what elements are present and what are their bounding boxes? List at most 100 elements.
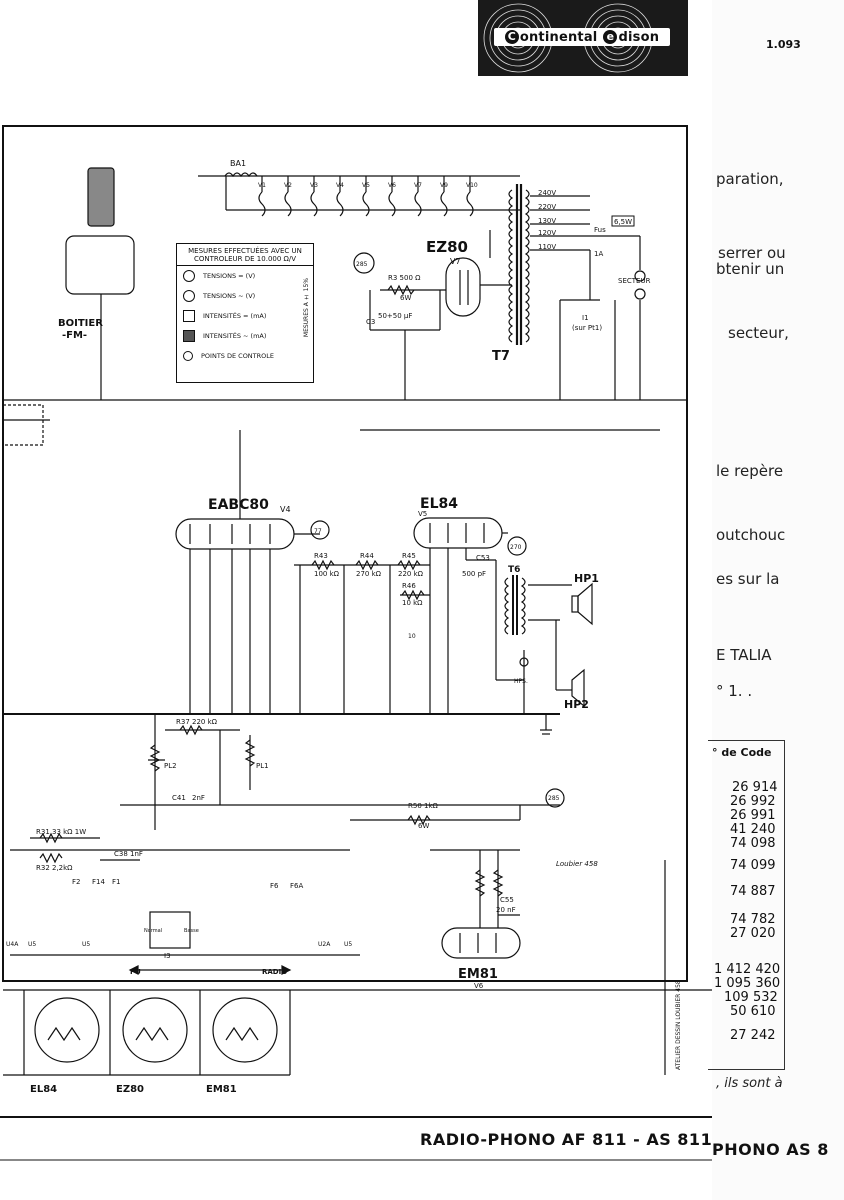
- legend-item-label: INTENSITÉS ~ (mA): [203, 332, 267, 340]
- output-name: EL84: [420, 496, 458, 512]
- lamp-label: 6,5W: [614, 218, 632, 226]
- socket-label-el84: EL84: [30, 1084, 57, 1095]
- legend-item: INTENSITÉS ~ (mA): [177, 326, 313, 346]
- r31-label: R31 33 kΩ 1W: [36, 828, 86, 836]
- square-dark-icon: [183, 330, 195, 342]
- legend-item-label: POINTS DE CONTROLE: [201, 352, 275, 360]
- r3-watt: 6W: [400, 294, 411, 302]
- legend-title: MESURES EFFECTUÉES AVEC UN CONTROLEUR DE…: [177, 244, 313, 266]
- code-value: 50 610: [730, 1004, 776, 1019]
- code-value: 27 020: [730, 926, 776, 941]
- code-value: 1 412 420: [714, 962, 781, 977]
- tap-130: 130V: [538, 217, 556, 225]
- text-fragment: es sur la: [716, 570, 780, 588]
- tp-77: 77: [314, 528, 322, 535]
- tp-285-top: 285: [356, 261, 368, 268]
- filament-label: V10: [466, 182, 478, 189]
- bass-label: Basse: [184, 928, 199, 934]
- code-value: 26 914: [732, 780, 778, 795]
- choke-label: BA1: [230, 159, 246, 168]
- c55-value: 20 nF: [496, 906, 516, 914]
- code-value: 74 098: [730, 836, 776, 851]
- hp1-label: HP1: [574, 572, 599, 585]
- r45-value: 220 kΩ: [398, 570, 424, 578]
- code-value: 1 095 360: [714, 976, 781, 991]
- text-fragment: btenir un: [716, 260, 785, 278]
- legend-item-label: TENSIONS = (V): [203, 272, 256, 280]
- legend-item: POINTS DE CONTROLE: [177, 346, 313, 366]
- c41-label: C41: [172, 794, 186, 802]
- circle-icon: [183, 290, 195, 302]
- c41-value: 2nF: [192, 794, 205, 802]
- r43-value: 100 kΩ: [314, 570, 340, 578]
- code-value: 74 887: [730, 884, 776, 899]
- c3-label: C3: [366, 318, 375, 326]
- fuse-value: 1A: [594, 250, 603, 258]
- filament-symbol: [258, 191, 266, 217]
- text-fragment: outchouc: [716, 526, 786, 544]
- secteur-label: SECTEUR: [618, 277, 651, 285]
- u5c-label: U5: [344, 941, 352, 948]
- legend-item: INTENSITÉS = (mA): [177, 306, 313, 326]
- filament-label: V6: [388, 182, 396, 189]
- measurement-legend: MESURES EFFECTUÉES AVEC UN CONTROLEUR DE…: [176, 243, 314, 383]
- atelier-label: ATELIER DESSIN LOUBIER 458: [675, 980, 682, 1070]
- tap-120: 120V: [538, 229, 556, 237]
- t6-label: T6: [508, 565, 520, 575]
- triode-name: EABC80: [208, 497, 269, 513]
- filament-label: V5: [362, 182, 370, 189]
- code-value: 74 099: [730, 858, 776, 873]
- filament-symbol: [284, 191, 292, 217]
- pl2-label: PL2: [164, 762, 177, 770]
- tap-240: 240V: [538, 189, 556, 197]
- f6a-label: F6A: [290, 882, 303, 890]
- fuse-label: Fus: [594, 226, 606, 234]
- code-value: 27 242: [730, 1028, 776, 1043]
- signature: Loubier 458: [556, 860, 598, 868]
- filament-label: V3: [310, 182, 318, 189]
- triode-ref: V4: [280, 505, 291, 514]
- filament-label: V9: [440, 182, 448, 189]
- filament-symbol: [310, 191, 318, 217]
- transformer-label: T7: [492, 349, 510, 364]
- brand-left: ontinental: [519, 29, 598, 45]
- r45-label: R45: [402, 552, 416, 560]
- code-value: 74 782: [730, 912, 776, 927]
- page-title: RADIO-PHONO AF 811 - AS 811: [420, 1130, 713, 1149]
- square-icon: [183, 310, 195, 322]
- x-circle-icon: [183, 351, 193, 361]
- tap-110: 110V: [538, 243, 556, 251]
- code-value: 41 240: [730, 822, 776, 837]
- radio-label: RADIO: [262, 968, 287, 976]
- r44-label: R44: [360, 552, 374, 560]
- text-fragment: secteur,: [728, 324, 789, 342]
- tp-270: 270: [510, 544, 522, 551]
- f6-label: F6: [270, 882, 279, 890]
- rectifier-name: EZ80: [426, 238, 468, 256]
- r32-label: R32 2,2kΩ: [36, 864, 73, 872]
- adjacent-page: [712, 0, 844, 1200]
- r46-label: R46: [402, 582, 416, 590]
- filament-symbol: [414, 191, 422, 217]
- r50-watt: 6W: [418, 822, 429, 830]
- legend-item: TENSIONS ~ (V): [177, 286, 313, 306]
- u5b-label: U5: [82, 941, 90, 948]
- tp-285-bottom: 285: [548, 795, 560, 802]
- legend-item-label: TENSIONS ~ (V): [203, 292, 256, 300]
- text-fragment: paration,: [716, 170, 784, 188]
- tap-220: 220V: [538, 203, 556, 211]
- filament-symbol: [388, 191, 396, 217]
- r43-label: R43: [314, 552, 328, 560]
- pl1-label: PL1: [256, 762, 269, 770]
- socket-label-ez80: EZ80: [116, 1084, 144, 1095]
- text-fragment: ° 1. .: [716, 682, 753, 700]
- text-fragment: E TALIA: [716, 646, 772, 664]
- fm-label: -FM-: [62, 330, 87, 341]
- code-value: 109 532: [724, 990, 778, 1005]
- r44-value: 270 kΩ: [356, 570, 382, 578]
- switch-note: (sur Pt1): [572, 324, 602, 332]
- filament-label: V7: [414, 182, 422, 189]
- r50-label: R50 1kΩ: [408, 802, 439, 810]
- indicator-ref: V6: [474, 982, 484, 990]
